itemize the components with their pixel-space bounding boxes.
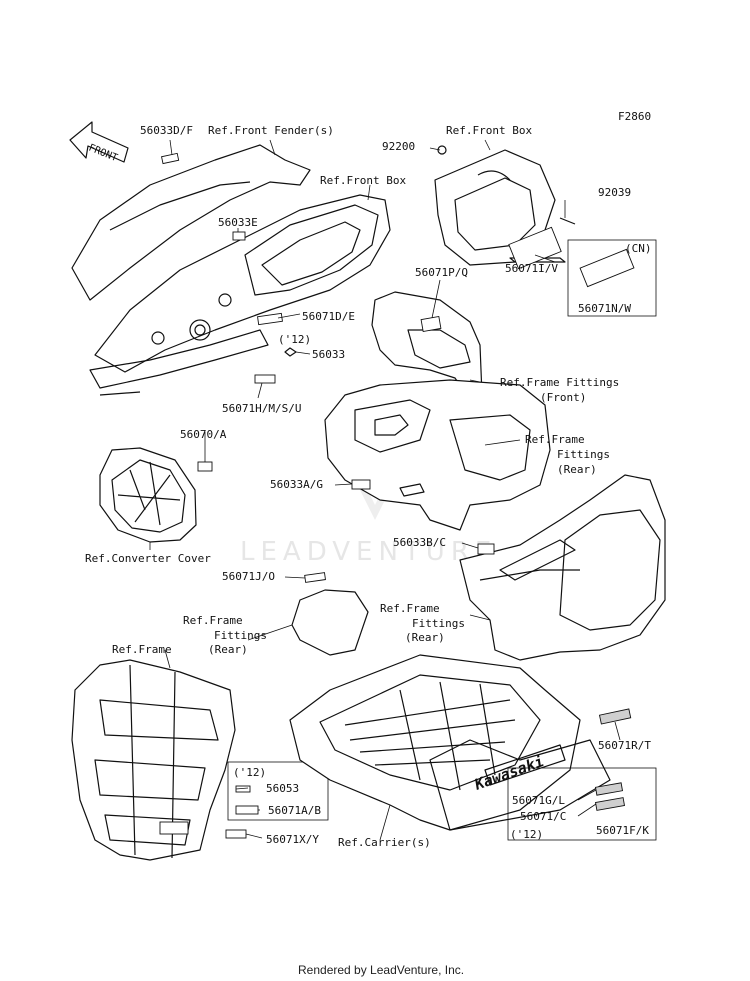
rear-floor-panel	[459, 474, 666, 661]
callout-56071iv: 56071I/V	[505, 262, 558, 275]
callout-12-b: ('12)	[233, 766, 266, 779]
carrier: Kawasaki	[289, 654, 632, 831]
callout-fittings-rear-1: Fittings	[557, 448, 610, 461]
callout-56033e: 56033E	[218, 216, 258, 229]
callout-56071pq: 56071P/Q	[415, 266, 468, 279]
figure-code: F2860	[618, 110, 651, 123]
callout-92200: 92200	[382, 140, 415, 153]
callout-56071gl: 56071G/L	[512, 794, 565, 807]
cn-decal-box	[567, 239, 657, 317]
callout-56071de: 56071D/E	[302, 310, 355, 323]
callout-ref-frame-rear-2: Ref.Frame	[380, 602, 440, 615]
front-box	[434, 145, 576, 270]
rear-fitting-plate	[291, 572, 369, 656]
rear-decal-box	[507, 767, 657, 841]
callout-56071fk: 56071F/K	[596, 824, 649, 837]
callout-56071jo: 56071J/O	[222, 570, 275, 583]
callout-56033: 56033	[312, 348, 345, 361]
callout-56033df: 56033D/F	[140, 124, 193, 137]
callout-rear-paren-1: (Rear)	[557, 463, 597, 476]
callout-56071ab: 56071A/B	[268, 804, 321, 817]
callout-ref-front-fender: Ref.Front Fender(s)	[208, 124, 334, 137]
footer-credit: Rendered by LeadVenture, Inc.	[298, 963, 464, 977]
callout-92039: 92039	[598, 186, 631, 199]
converter-cover	[99, 447, 213, 543]
callout-56071rt: 56071R/T	[598, 739, 651, 752]
callout-ref-front-box: Ref.Front Box	[320, 174, 406, 187]
callout-56071xy: 56071X/Y	[266, 833, 319, 846]
callout-56071c: 56071/C	[520, 810, 566, 823]
callout-fittings-rear-3: Fittings	[214, 629, 267, 642]
callout-56033ag: 56033A/G	[270, 478, 323, 491]
callout-56070a: 56070/A	[180, 428, 227, 441]
callout-fittings-rear-2: Fittings	[412, 617, 465, 630]
callout-front-paren: (Front)	[540, 391, 586, 404]
watermark-text: LEADVENTURE	[240, 537, 497, 567]
front-fender-assembly	[71, 144, 391, 396]
callout-rear-paren-2: (Rear)	[405, 631, 445, 644]
callout-ref-converter-cover: Ref.Converter Cover	[85, 552, 211, 565]
callout-rear-paren-3: (Rear)	[208, 643, 248, 656]
rear-frame-fitting-seat-base	[324, 379, 551, 531]
callout-12-c: ('12)	[510, 828, 543, 841]
callout-56071nw: 56071N/W	[578, 302, 631, 315]
callout-ref-frame-fittings-front: Ref.Frame Fittings	[500, 376, 619, 389]
callout-56033bc: 56033B/C	[393, 536, 446, 549]
callout-ref-frame-rear-3: Ref.Frame	[183, 614, 243, 627]
callout-12-a: ('12)	[278, 333, 311, 346]
callout-cn: (CN)	[625, 242, 652, 255]
callout-labels: 56033D/F Ref.Front Fender(s) Ref.Front B…	[85, 124, 652, 849]
callout-ref-front-box-top: Ref.Front Box	[446, 124, 532, 137]
callout-ref-carrier: Ref.Carrier(s)	[338, 836, 431, 849]
callout-ref-frame: Ref.Frame	[112, 643, 172, 656]
front-arrow-icon: FRONT	[69, 121, 129, 164]
frame	[71, 659, 236, 861]
leader-lines	[149, 139, 621, 841]
callout-ref-frame-rear-1: Ref.Frame	[525, 433, 585, 446]
callout-56071hmsu: 56071H/M/S/U	[222, 402, 301, 415]
callout-56053: 56053	[266, 782, 299, 795]
